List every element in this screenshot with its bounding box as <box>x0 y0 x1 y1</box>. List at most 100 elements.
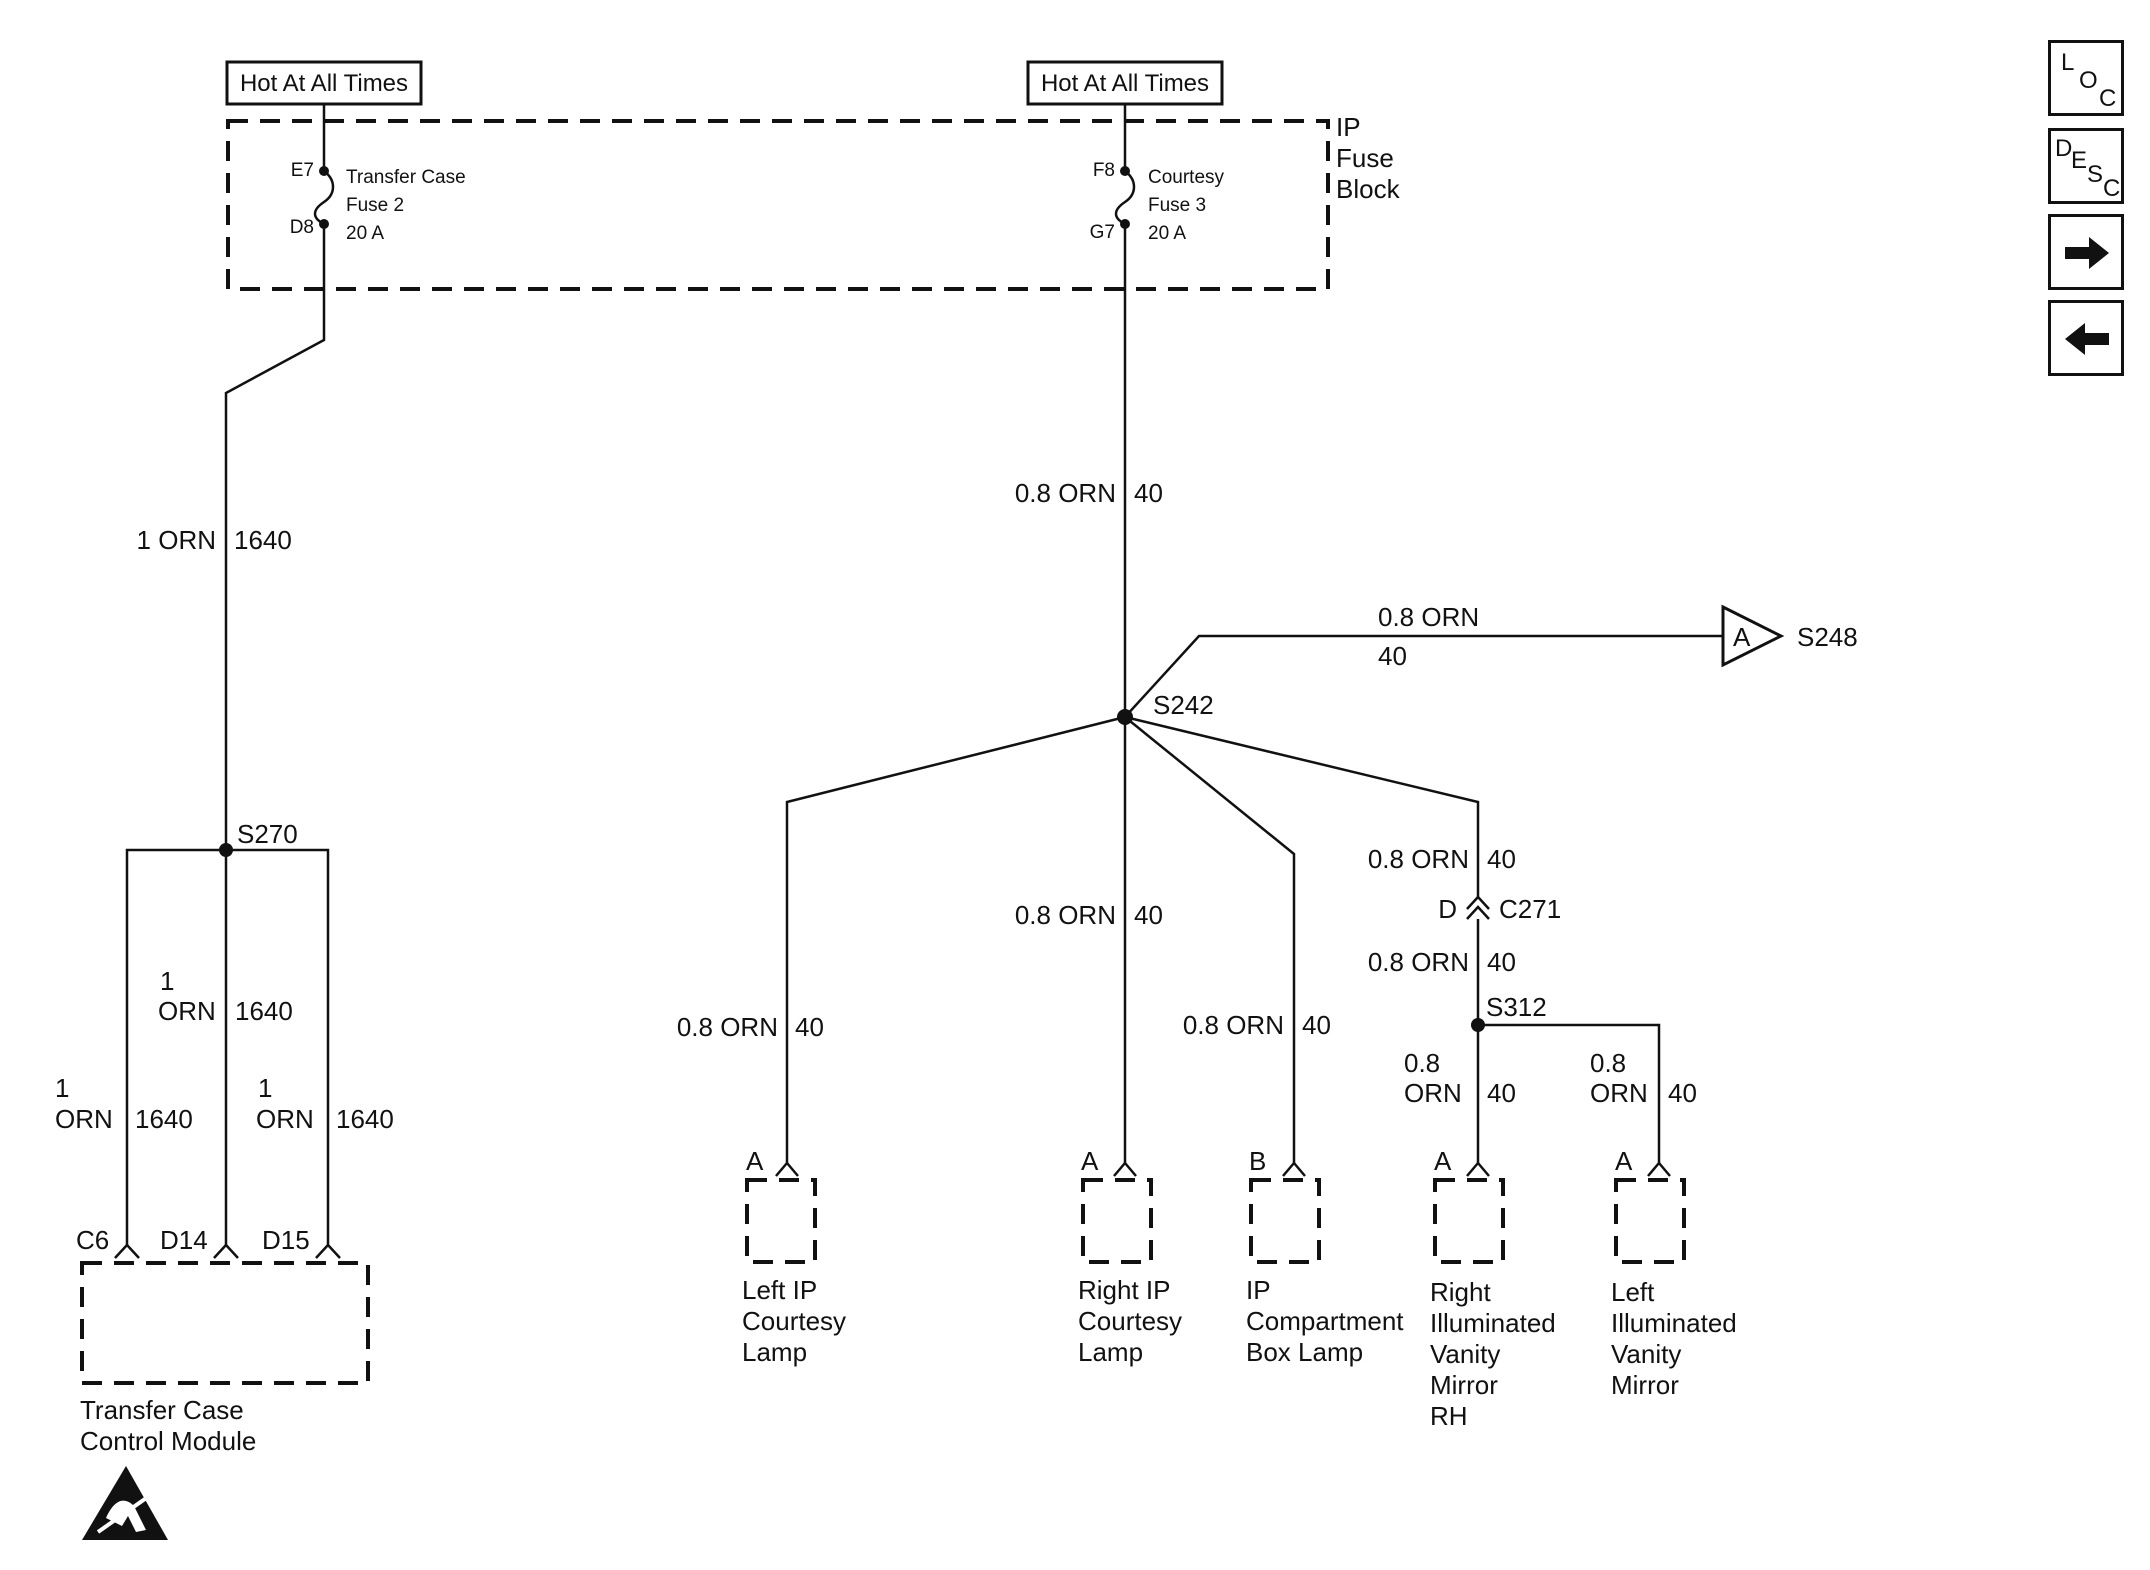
module-name-line2: Control Module <box>80 1426 256 1456</box>
wire-left-ip-spec: 0.8 ORN <box>677 1012 778 1042</box>
connector-d15-terminal <box>315 1243 341 1259</box>
fuse-left-name2: Fuse 2 <box>346 195 404 216</box>
fuse-block-label-line3: Block <box>1336 174 1401 204</box>
load-compartment-line2: Compartment <box>1246 1306 1404 1336</box>
fuse-right-name2: Fuse 3 <box>1148 195 1206 216</box>
fuse-right-pin-bottom: G7 <box>1090 222 1115 243</box>
right-arrow-icon <box>2065 237 2109 269</box>
wire-c271-lower-spec: 0.8 ORN <box>1368 947 1469 977</box>
wire-tc-c6 <box>125 848 226 1245</box>
c271-name: C271 <box>1499 894 1561 924</box>
load-left-ip-terminal <box>775 1161 799 1177</box>
loc-letter-c: C <box>2099 85 2117 112</box>
wire-compartment-circuit: 40 <box>1302 1010 1331 1040</box>
c271-chevron-top <box>1466 895 1490 910</box>
load-left-ip-pin: A <box>746 1146 764 1176</box>
wire-tc-d15-circuit: 1640 <box>336 1104 394 1134</box>
wire-tc-d15 <box>226 848 330 1245</box>
load-right-ip-outline <box>1081 1178 1153 1264</box>
wire-courtesy-main-spec: 0.8 ORN <box>1015 478 1116 508</box>
left-arrow-icon <box>2065 323 2109 355</box>
load-rh-mirror-line3: Vanity <box>1430 1339 1500 1369</box>
wire-c271-upper <box>1124 715 1480 897</box>
next-button[interactable] <box>2048 214 2124 290</box>
load-left-vanity-mirror: A Left Illuminated Vanity Mirror <box>1611 1146 1737 1400</box>
load-rh-mirror-line4: Mirror <box>1430 1370 1498 1400</box>
load-left-ip-line3: Lamp <box>742 1337 807 1367</box>
fuse-left-pin-bottom: D8 <box>290 217 314 238</box>
wire-tc-main-circuit: 1640 <box>234 525 292 555</box>
load-rh-mirror-pin: A <box>1434 1146 1452 1176</box>
wire-lh-mirror-spec2: ORN <box>1590 1078 1648 1108</box>
supply-label-left-text: Hot At All Times <box>240 70 408 97</box>
load-left-ip-line2: Courtesy <box>742 1306 846 1336</box>
wire-left-ip-circuit: 40 <box>795 1012 824 1042</box>
load-compartment-line3: Box Lamp <box>1246 1337 1363 1367</box>
load-lh-mirror-line1: Left <box>1611 1277 1655 1307</box>
wire-rh-mirror-circuit: 40 <box>1487 1078 1516 1108</box>
inline-connector-c271: D C271 <box>1438 894 1561 924</box>
load-compartment-pin: B <box>1249 1146 1266 1176</box>
load-lh-mirror-line3: Vanity <box>1611 1339 1681 1369</box>
wire-c271-upper-spec: 0.8 ORN <box>1368 844 1469 874</box>
wire-right-ip-spec: 0.8 ORN <box>1015 900 1116 930</box>
load-compartment-line1: IP <box>1246 1275 1271 1305</box>
supply-label-right-text: Hot At All Times <box>1041 70 1209 97</box>
fuse-left-name1: Transfer Case <box>346 167 466 188</box>
fuse-right-rating: 20 A <box>1148 223 1186 244</box>
connector-d14-terminal <box>213 1243 239 1259</box>
connector-c6-terminal <box>114 1243 140 1259</box>
loc-button[interactable]: L O C <box>2048 40 2124 116</box>
fuse-courtesy: F8 G7 Courtesy Fuse 3 20 A <box>1090 104 1225 244</box>
wire-tc-d14-spec2: ORN <box>158 996 216 1026</box>
module-outline <box>80 1261 370 1385</box>
fuse-left-symbol <box>313 170 335 226</box>
ip-fuse-block-outline <box>226 119 1330 291</box>
desc-letter-c: C <box>2103 175 2121 202</box>
module-pin-c6: C6 <box>76 1225 109 1255</box>
load-right-ip-terminal <box>1113 1161 1137 1177</box>
splice-s270-label: S270 <box>237 819 298 849</box>
wire-compartment <box>1124 716 1296 1163</box>
desc-button[interactable]: D E S C <box>2048 128 2124 204</box>
load-lh-mirror-line4: Mirror <box>1611 1370 1679 1400</box>
splice-s242-label: S242 <box>1153 690 1214 720</box>
load-rh-mirror-line1: Right <box>1430 1277 1491 1307</box>
load-right-ip-courtesy-lamp: A Right IP Courtesy Lamp <box>1078 1146 1182 1367</box>
off-page-connector-a <box>1721 604 1785 668</box>
wire-rh-mirror-spec1: 0.8 <box>1404 1048 1440 1078</box>
wire-rh-mirror-spec2: ORN <box>1404 1078 1462 1108</box>
fuse-transfer-case: E7 D8 Transfer Case Fuse 2 20 A <box>290 104 466 244</box>
wire-c271-upper-circuit: 40 <box>1487 844 1516 874</box>
load-right-vanity-mirror: A Right Illuminated Vanity Mirror RH <box>1430 1146 1556 1431</box>
fuse-right-symbol <box>1114 170 1136 226</box>
load-lh-mirror-pin: A <box>1615 1146 1633 1176</box>
loc-letter-l: L <box>2061 49 2075 76</box>
fuse-left-pin-top: E7 <box>291 160 314 181</box>
loc-letter-o: O <box>2079 67 2098 94</box>
fuse-right-name1: Courtesy <box>1148 167 1225 188</box>
wire-tc-main-spec: 1 ORN <box>137 525 216 555</box>
c271-chevron-bottom <box>1466 905 1490 920</box>
previous-button[interactable] <box>2048 300 2124 376</box>
load-right-ip-line1: Right IP <box>1078 1275 1171 1305</box>
fuse-block-label-line1: IP <box>1336 112 1361 142</box>
wire-lh-mirror-circuit: 40 <box>1668 1078 1697 1108</box>
load-rh-mirror-outline <box>1433 1178 1505 1264</box>
wire-tc-c6-circuit: 1640 <box>135 1104 193 1134</box>
off-page-connector-letter: A <box>1733 622 1751 652</box>
transfer-case-control-module: C6 D14 D15 Transfer Case Control Module <box>76 1225 370 1456</box>
splice-s248-label[interactable]: S248 <box>1797 622 1858 652</box>
wire-tc-c6-spec2: ORN <box>55 1104 113 1134</box>
module-pin-d14: D14 <box>160 1225 208 1255</box>
load-right-ip-line3: Lamp <box>1078 1337 1143 1367</box>
load-right-ip-pin: A <box>1081 1146 1099 1176</box>
desc-letter-e: E <box>2071 147 2088 174</box>
desc-letter-d: D <box>2055 135 2073 162</box>
load-lh-mirror-line2: Illuminated <box>1611 1308 1737 1338</box>
supply-label-left: Hot At All Times <box>225 60 423 106</box>
wire-tc-d15-spec1: 1 <box>258 1073 272 1103</box>
wire-tc-d14-circuit: 1640 <box>235 996 293 1026</box>
wire-c271-lower-circuit: 40 <box>1487 947 1516 977</box>
